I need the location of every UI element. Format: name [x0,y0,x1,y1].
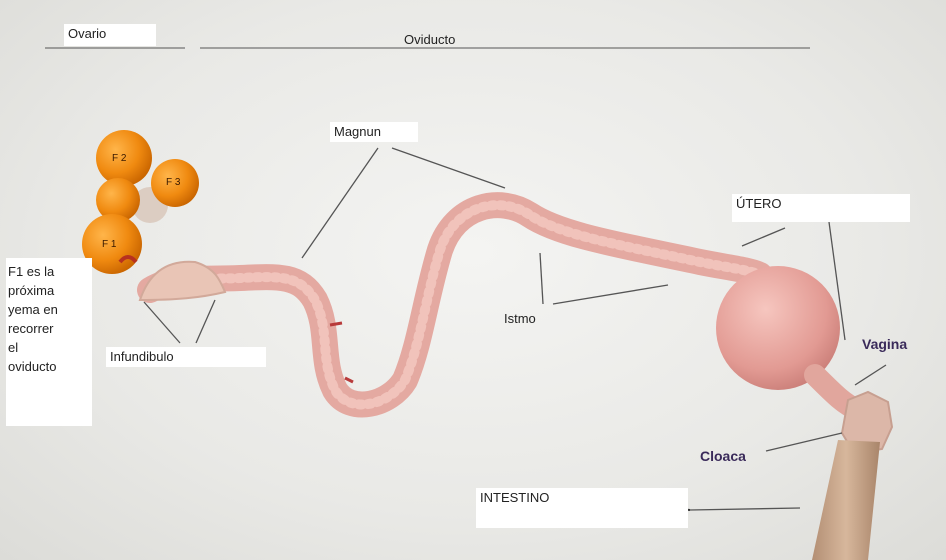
follicle-label-f3: F 3 [166,177,181,188]
intestine-shape [812,440,880,560]
label-ovario: Ovario [64,24,156,46]
label-intestino: INTESTINO [476,488,688,528]
label-istmo: Istmo [500,309,540,329]
follicle-label-f2: F 2 [112,153,127,164]
blood-spot [330,323,342,325]
ovary-cluster: F 2 F 3 F 1 [82,130,199,274]
f1-note: F1 es la próxima yema en recorrer el ovi… [6,258,92,426]
oviduct-tube [150,205,760,404]
label-utero: ÚTERO [732,194,910,222]
label-oviducto: Oviducto [400,30,459,50]
blood-spot-2 [345,378,353,382]
label-cloaca: Cloaca [696,446,750,466]
label-infundibulo: Infundibulo [106,347,266,367]
label-magnun: Magnun [330,122,418,142]
label-vagina: Vagina [858,334,911,354]
follicle-label-f1: F 1 [102,239,117,250]
